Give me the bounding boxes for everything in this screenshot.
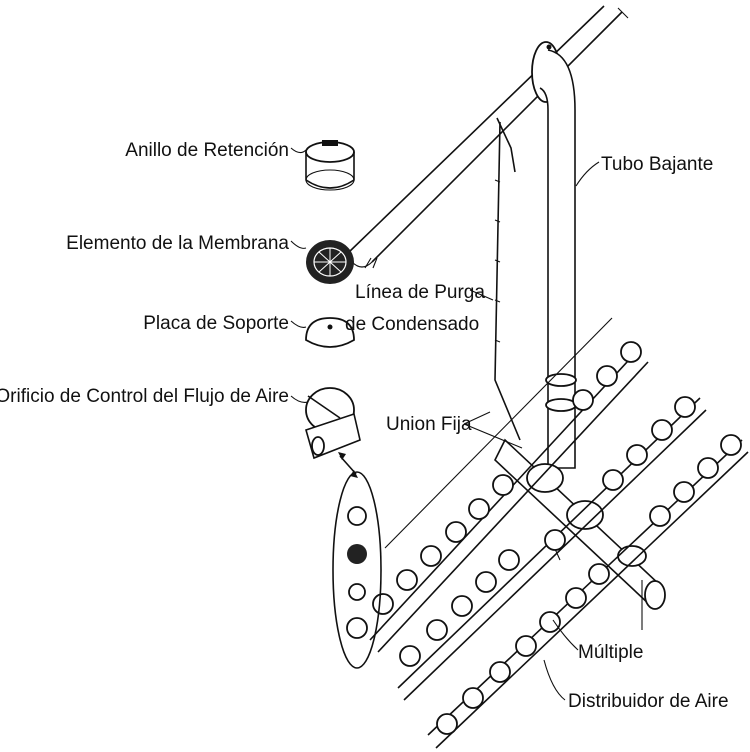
drop-pipe [539,49,577,469]
airflow-orifice-part [305,387,361,460]
label-anillo-de-retencion: Anillo de Retención [125,140,289,161]
label-distribuidor-de-aire: Distribuidor de Aire [568,691,729,712]
diffuser-rings [372,341,742,735]
label-de-condensado: de Condensado [345,314,479,335]
overhead-air-header [347,5,629,269]
label-linea-de-purga: Línea de Purga [355,282,485,303]
label-placa-de-soporte: Placa de Soporte [143,313,289,334]
label-elemento-de-la-membrana: Elemento de la Membrana [66,233,289,254]
detail-arrow [338,452,358,478]
support-plate-part [305,317,355,348]
row-b-diffusers [399,396,696,667]
row-c-diffusers [436,434,742,735]
membrane-element-part [306,240,354,284]
label-tubo-bajante: Tubo Bajante [601,154,713,175]
label-orificio-de-control: Orificio de Control del Flujo de Aire [0,386,289,407]
retention-ring-part [305,140,355,191]
condensate-purge-line [494,117,521,441]
leader-lines [290,147,600,701]
labels: Anillo de Retención Elemento de la Membr… [0,140,729,712]
label-multiple: Múltiple [578,642,643,663]
label-union-fija: Union Fija [386,414,472,435]
row-a-diffusers [372,341,642,615]
exploded-detail-oval [332,471,382,669]
